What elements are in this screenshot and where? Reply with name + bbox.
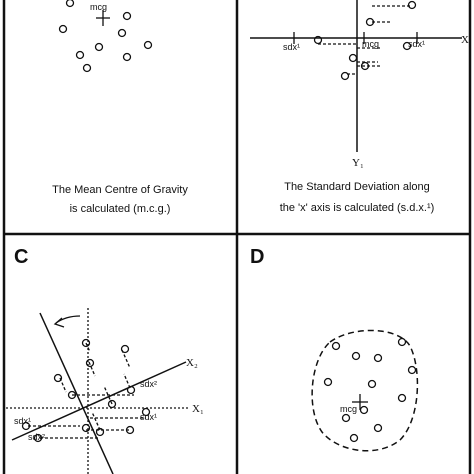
point — [125, 425, 135, 435]
caption-a-line1: The Mean Centre of Gravity — [52, 184, 188, 196]
point — [407, 365, 417, 375]
panel-a — [58, 0, 153, 73]
point — [67, 390, 77, 400]
point — [143, 40, 153, 50]
point — [359, 405, 369, 415]
projection-line — [121, 349, 131, 369]
rotated-y-axis — [39, 312, 114, 474]
point — [81, 338, 91, 348]
x2-axis-label: X₂ — [186, 357, 198, 369]
point — [407, 0, 417, 10]
x1-axis-label: X₁ — [192, 403, 204, 415]
panel-d-letter: D — [250, 246, 264, 268]
caption-b-line2: the 'x' axis is calculated (s.d.x.¹) — [280, 202, 435, 214]
point — [120, 344, 130, 354]
point — [348, 53, 358, 63]
rotation-arrowhead — [53, 317, 65, 328]
projection-line — [103, 385, 113, 405]
mcg-label-b: mcg — [362, 39, 379, 49]
point — [141, 407, 151, 417]
point — [117, 28, 127, 38]
point — [81, 423, 91, 433]
panel-b — [250, 0, 462, 152]
panel-d — [311, 329, 419, 452]
deviation-lines — [318, 5, 412, 75]
sdx-right-label: sdx¹ — [408, 39, 425, 49]
panel-c-letter: C — [14, 246, 28, 268]
point — [85, 358, 95, 368]
point — [397, 393, 407, 403]
point — [351, 351, 361, 361]
point — [365, 17, 375, 27]
projection-lines — [28, 342, 146, 439]
rotated-x-axis — [11, 361, 187, 441]
point — [75, 50, 85, 60]
mcg-label-a: mcg — [90, 2, 107, 12]
point — [373, 353, 383, 363]
point — [122, 11, 132, 21]
point — [33, 433, 43, 443]
mcg-label-d: mcg — [340, 404, 357, 414]
point — [367, 379, 377, 389]
sdx2-lower-label: sdx² — [28, 432, 45, 442]
projection-line — [123, 373, 131, 389]
point — [323, 377, 333, 387]
point — [349, 433, 359, 443]
sdx2-upper-label: sdx² — [140, 379, 157, 389]
point — [94, 42, 104, 52]
y-axis-label: Y₁ — [352, 157, 364, 169]
point — [313, 35, 323, 45]
point — [58, 24, 68, 34]
projection-line — [88, 361, 96, 377]
point — [21, 421, 31, 431]
sdx1-left-label: sdx¹ — [14, 416, 31, 426]
sdx1-right-label: sdx¹ — [140, 412, 157, 422]
point — [82, 63, 92, 73]
point — [126, 385, 136, 395]
point — [397, 337, 407, 347]
projection-line — [85, 342, 91, 353]
projection-line — [91, 411, 101, 431]
x-axis-label: X — [461, 34, 469, 46]
point — [53, 373, 63, 383]
point — [340, 71, 350, 81]
point — [107, 399, 117, 409]
point — [65, 0, 75, 8]
point — [331, 341, 341, 351]
point — [402, 41, 412, 51]
sdx-left-label: sdx¹ — [283, 42, 300, 52]
point — [122, 52, 132, 62]
point — [341, 413, 351, 423]
caption-b-line1: The Standard Deviation along — [284, 181, 430, 193]
caption-a-line2: is calculated (m.c.g.) — [70, 203, 171, 215]
point — [360, 61, 370, 71]
confidence-ellipse — [311, 329, 419, 452]
point — [95, 427, 105, 437]
panel-c — [6, 308, 188, 474]
point — [373, 423, 383, 433]
